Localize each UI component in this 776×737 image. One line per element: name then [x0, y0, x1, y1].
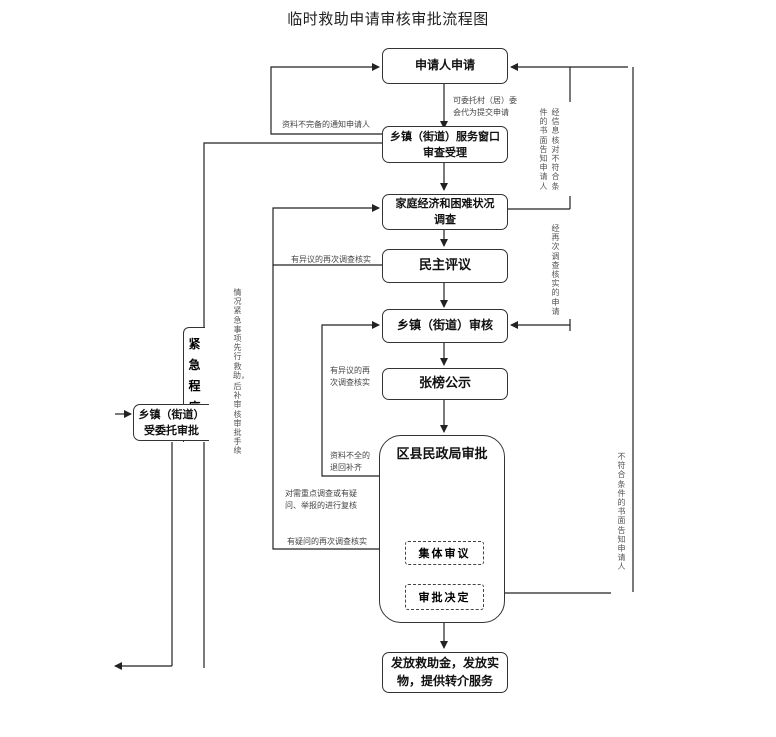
label-line: 对需重点调查或有疑 [285, 489, 357, 498]
label-doubt-reinvestigate: 有疑问的再次调查核实 [287, 537, 367, 546]
label-verified-not-eligible-col2: 经信息核对不符合条 [551, 108, 560, 191]
node-collective-review[interactable]: 集体审议 [405, 541, 484, 565]
node-label-line1: 家庭经济和困难状况 [395, 197, 495, 211]
label-line: 有异议的再 [330, 366, 370, 375]
line-doubt-loop [272, 265, 379, 550]
node-label: 集体审议 [418, 547, 471, 560]
label-verified-not-eligible-col1: 件的书面告知申请人 [539, 108, 548, 191]
node-township-entrusted[interactable]: 乡镇（街道） 受委托审批 [133, 404, 209, 441]
node-township-review[interactable]: 乡镇（街道）审核 [382, 309, 508, 343]
node-label: 审批决定 [418, 591, 471, 604]
node-applicant-apply[interactable]: 申请人申请 [382, 48, 508, 84]
label-key-investigation: 对需重点调查或有疑 问、举报的进行复核 [285, 488, 357, 513]
node-label-line2: 审查受理 [423, 145, 467, 159]
node-approval-decision[interactable]: 审批决定 [405, 584, 484, 610]
label-line: 退回补齐 [330, 463, 362, 473]
line-incomplete-notify [270, 63, 383, 135]
label-line: 次调查核实 [330, 378, 370, 388]
node-label-line1: 乡镇（街道） [138, 407, 205, 421]
node-label: 乡镇（街道）审核 [396, 318, 493, 333]
node-service-window[interactable]: 乡镇（街道）服务窗口 审查受理 [382, 126, 508, 163]
line-objection-loop [272, 204, 383, 266]
node-label: 申请人申请 [414, 58, 475, 73]
node-disburse-aid[interactable]: 发放救助金，发放实 物，提供转介服务 [382, 652, 508, 693]
label-emergency-note-col2: 后补审核审批手续 [233, 382, 242, 456]
node-label-line1: 乡镇（街道）服务窗口 [390, 129, 500, 143]
label-incomplete-notify: 资料不完备的通知申请人 [282, 120, 370, 129]
line-publicity-objection-loop [321, 321, 380, 477]
node-label-line2: 受委托审批 [144, 423, 199, 437]
line-emergency-path [203, 142, 383, 328]
label-objection-reinvestigate: 有异议的再次调查核实 [291, 255, 371, 264]
node-label: 区县民政局审批 [396, 447, 488, 462]
label-line: 会代为提交申请 [453, 108, 509, 118]
node-label-line2: 物，提供转介服务 [396, 673, 493, 688]
label-incomplete-return: 资料不全的 退回补齐 [330, 450, 370, 475]
page-title: 临时救助申请审核审批流程图 [287, 10, 489, 28]
node-label-line2: 调查 [434, 213, 456, 226]
label-publicity-objection: 有异议的再 次调查核实 [330, 365, 370, 390]
label-line: 可委托村（居）委 [453, 96, 517, 105]
label-emergency-note-col1: 情况紧急事项先行救助， [233, 288, 249, 380]
node-label: 紧急程序 [188, 337, 201, 414]
node-democratic-review[interactable]: 民主评议 [382, 249, 508, 283]
label-entrust-village: 可委托村（居）委 会代为提交申请 [453, 95, 517, 120]
label-reinvestigated-apply: 经再次调查核实的申请 [551, 224, 560, 316]
label-line: 资料不全的 [330, 451, 370, 460]
node-label: 张榜公示 [418, 375, 471, 391]
node-publicity[interactable]: 张榜公示 [382, 368, 508, 400]
label-line: 问、举报的进行复核 [285, 501, 357, 511]
node-label: 民主评议 [418, 257, 471, 273]
label-not-eligible-notify: 不符合条件的书面告知申请人 [617, 452, 626, 572]
node-label-line1: 发放救助金，发放实 [390, 656, 499, 671]
node-family-survey[interactable]: 家庭经济和困难状况 调查 [382, 194, 508, 230]
